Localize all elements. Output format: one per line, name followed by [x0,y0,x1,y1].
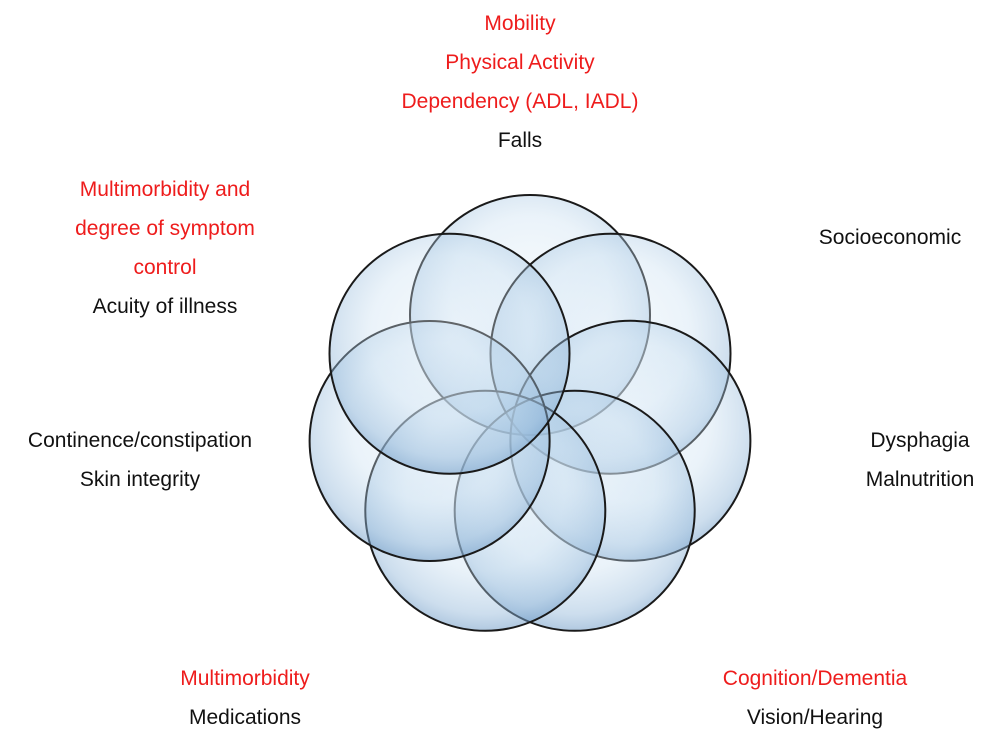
label-top-2: Dependency (ADL, IADL) [401,90,639,113]
label-bottom-right-0: Cognition/Dementia [722,667,908,690]
label-top-left-2: control [133,256,197,279]
label-group-top-left: Multimorbidity and degree of symptom contr… [40,170,290,326]
circle-7 [328,232,571,475]
label-top-1: Physical Activity [445,51,595,74]
label-top-0: Mobility [484,12,556,35]
label-group-top-right: Socioeconomic [800,218,980,257]
label-left-0: Continence/constipation [27,429,253,452]
label-bottom-left-0: Multimorbidity [180,667,310,690]
label-top-left-3: Acuity of illness [92,295,238,318]
label-top-3: Falls [497,129,543,152]
label-bottom-left-1: Medications [188,706,302,729]
label-right-1: Malnutrition [865,468,975,491]
label-left-1: Skin integrity [79,468,201,491]
label-top-left-0: Multimorbidity and [79,178,251,201]
label-bottom-right-1: Vision/Hearing [746,706,884,729]
label-top-right-0: Socioeconomic [818,226,962,249]
label-right-0: Dysphagia [870,429,970,452]
label-top-left-1: degree of symptom [75,217,255,240]
